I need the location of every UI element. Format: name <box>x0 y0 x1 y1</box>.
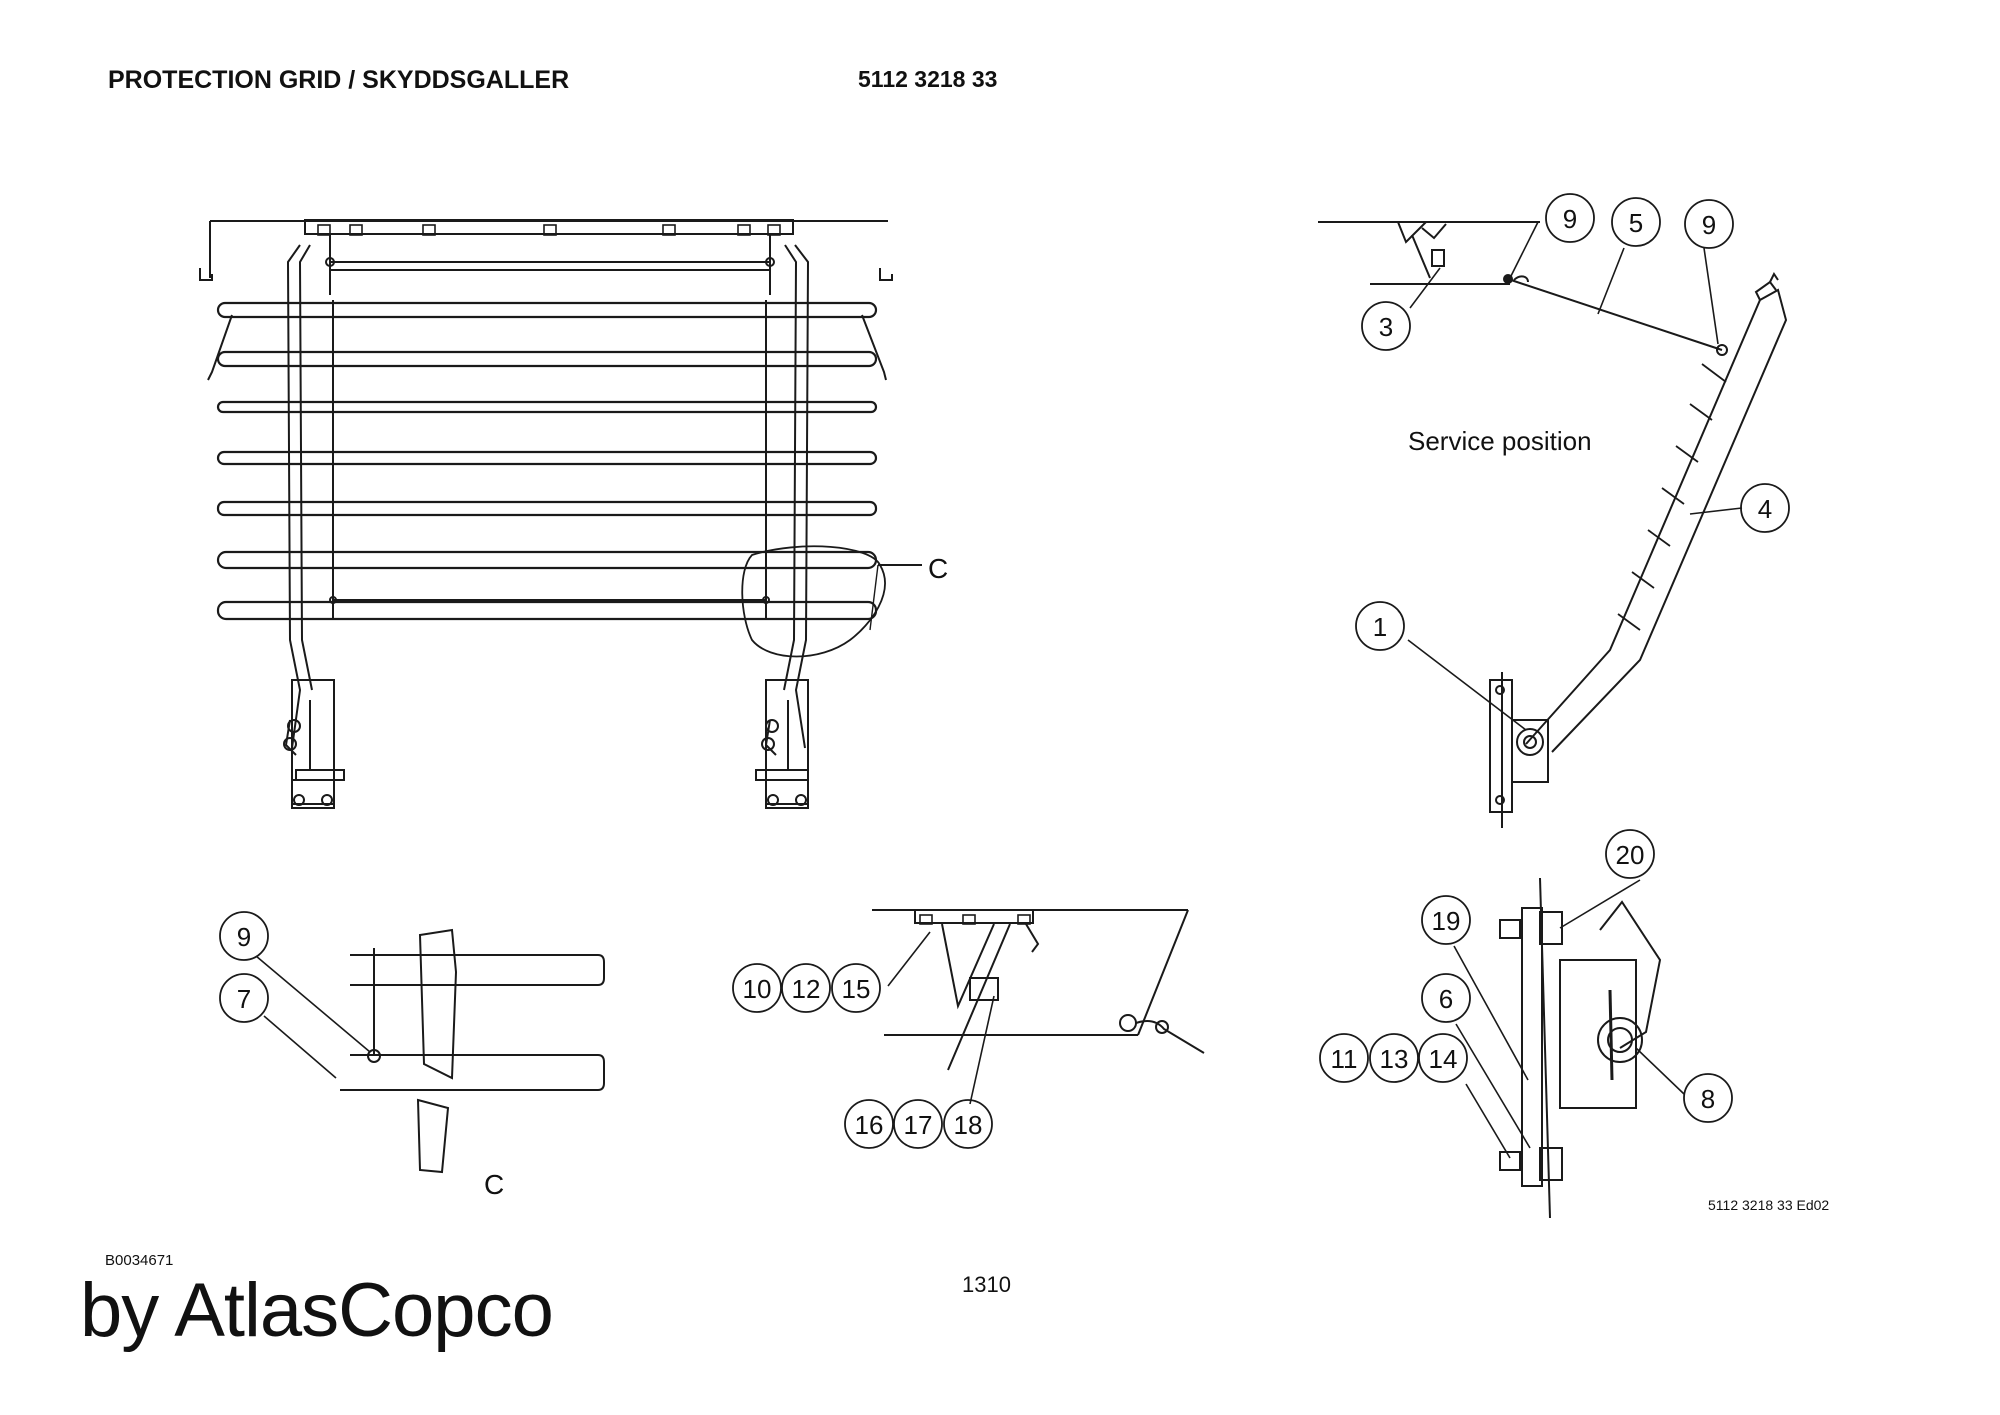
svg-text:14: 14 <box>1429 1044 1458 1074</box>
svg-text:4: 4 <box>1758 494 1772 524</box>
svg-text:9: 9 <box>1563 204 1577 234</box>
callout-10: 10 <box>732 963 782 1013</box>
callout-8: 8 <box>1683 1073 1733 1123</box>
svg-text:12: 12 <box>792 974 821 1004</box>
edition-label: 5112 3218 33 Ed02 <box>1708 1197 1830 1213</box>
callout-17: 17 <box>893 1099 943 1149</box>
part-number: 5112 3218 33 <box>858 66 998 92</box>
callout-14: 14 <box>1418 1033 1468 1083</box>
callout-9-top-left: 9 <box>1545 193 1595 243</box>
svg-text:10: 10 <box>743 974 772 1004</box>
svg-text:16: 16 <box>855 1110 884 1140</box>
detail-c-title: C <box>484 1169 504 1200</box>
callout-19: 19 <box>1421 895 1471 945</box>
callout-1: 1 <box>1355 601 1405 651</box>
callout-9-detail-c: 9 <box>219 911 269 961</box>
svg-text:5: 5 <box>1629 208 1643 238</box>
hinge-detail-view <box>1499 877 1662 1219</box>
svg-text:20: 20 <box>1616 840 1645 870</box>
callout-12: 12 <box>781 963 831 1013</box>
page-number: 1310 <box>962 1272 1011 1297</box>
svg-text:15: 15 <box>842 974 871 1004</box>
callout-3: 3 <box>1361 301 1411 351</box>
svg-text:19: 19 <box>1432 906 1461 936</box>
leader-lines <box>255 221 1743 1159</box>
svg-text:13: 13 <box>1380 1044 1409 1074</box>
callout-15: 15 <box>831 963 881 1013</box>
callout-20: 20 <box>1605 829 1655 879</box>
callout-6: 6 <box>1421 973 1471 1023</box>
svg-text:9: 9 <box>1702 210 1716 240</box>
callout-5: 5 <box>1611 197 1661 247</box>
svg-text:6: 6 <box>1439 984 1453 1014</box>
detail-c-view <box>340 928 605 1174</box>
brand-logo-text: by AtlasCopco <box>80 1268 554 1353</box>
svg-text:18: 18 <box>954 1110 983 1140</box>
svg-text:9: 9 <box>237 922 251 952</box>
svg-text:1: 1 <box>1373 612 1387 642</box>
callout-4: 4 <box>1740 483 1790 533</box>
svg-text:11: 11 <box>1331 1044 1358 1074</box>
svg-text:8: 8 <box>1701 1084 1715 1114</box>
callout-13: 13 <box>1369 1033 1419 1083</box>
detail-c-reference: C <box>928 553 948 584</box>
callout-16: 16 <box>844 1099 894 1149</box>
svg-text:3: 3 <box>1379 312 1393 342</box>
callout-18: 18 <box>943 1099 993 1149</box>
drawing-reference: B0034671 <box>105 1252 174 1269</box>
service-position-label: Service position <box>1408 426 1592 456</box>
service-position-view <box>1318 221 1788 828</box>
svg-text:17: 17 <box>904 1110 933 1140</box>
page-title: PROTECTION GRID / SKYDDSGALLER <box>108 66 570 94</box>
callout-9-top-right: 9 <box>1684 199 1734 249</box>
callout-11: 11 <box>1319 1033 1369 1083</box>
svg-text:7: 7 <box>237 984 251 1014</box>
mounting-detail-view <box>872 909 1205 1071</box>
front-view-grid <box>199 219 922 809</box>
callout-7: 7 <box>219 973 269 1023</box>
